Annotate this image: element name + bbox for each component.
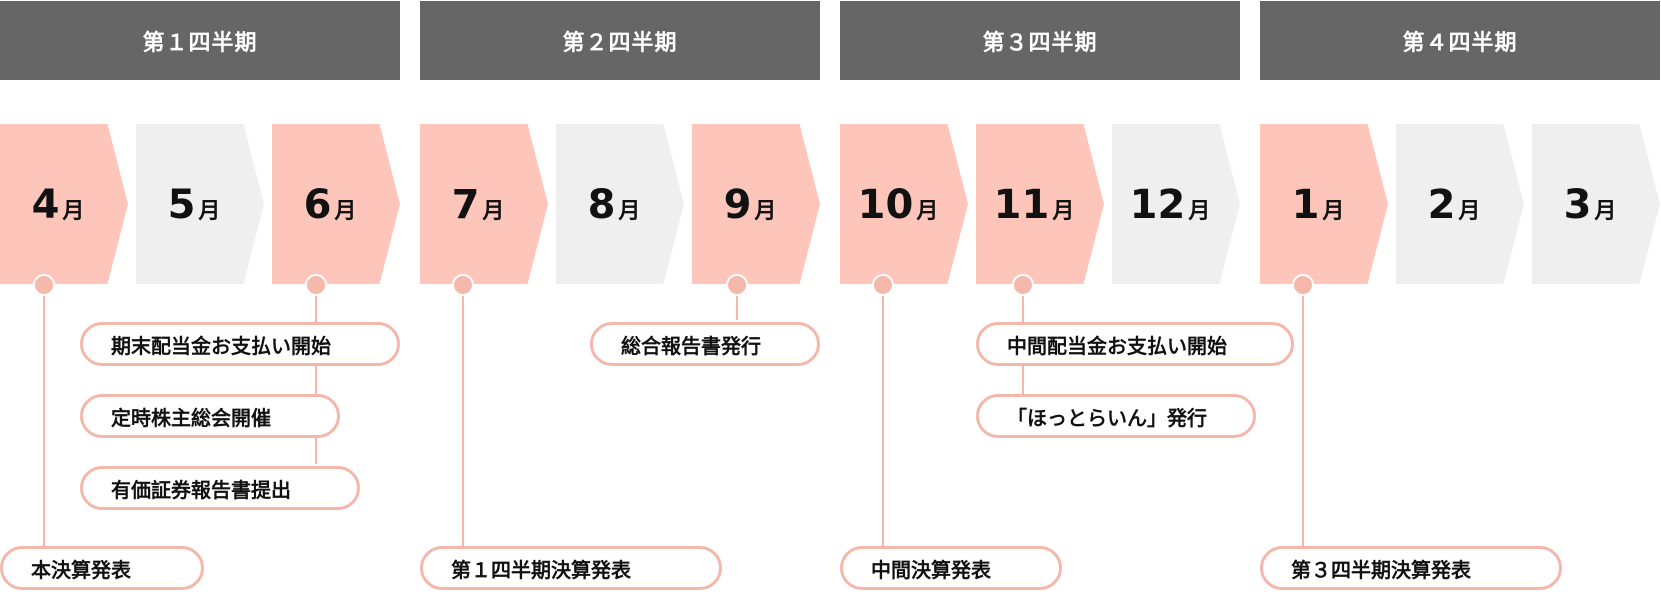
event-label: 定時株主総会開催: [80, 394, 340, 438]
month-unit: 月: [62, 198, 85, 224]
month-unit: 月: [916, 198, 939, 224]
month-unit: 月: [618, 198, 641, 224]
month-unit: 月: [1458, 198, 1481, 224]
month-number: 7: [451, 181, 480, 228]
event-label: 本決算発表: [0, 546, 204, 590]
month-number: 3: [1563, 181, 1592, 228]
month-unit: 月: [754, 198, 777, 224]
month-number: 8: [587, 181, 616, 228]
month-unit: 月: [1594, 198, 1617, 224]
event-label: 期末配当金お支払い開始: [80, 322, 400, 366]
quarter-header-2: 第２四半期: [420, 1, 820, 80]
month-number: 2: [1427, 181, 1456, 228]
month-number: 9: [723, 181, 752, 228]
event-dot-jul: [452, 274, 474, 296]
event-label: 中間決算発表: [840, 546, 1062, 590]
month-unit: 月: [334, 198, 357, 224]
event-label: 中間配当金お支払い開始: [976, 322, 1294, 366]
quarter-header-1: 第１四半期: [0, 1, 400, 80]
event-dot-jun: [305, 274, 327, 296]
month-number: 6: [303, 181, 332, 228]
month-number: 10: [857, 181, 914, 228]
event-dot-apr: [33, 274, 55, 296]
event-dot-sep: [726, 274, 748, 296]
event-label: 総合報告書発行: [590, 322, 820, 366]
connector-line-jan: [1302, 284, 1304, 546]
connector-line-apr: [43, 284, 45, 546]
connector-line-oct: [882, 284, 884, 546]
connector-line-sep: [736, 284, 738, 320]
month-number: 12: [1129, 181, 1186, 228]
event-dot-jan: [1292, 274, 1314, 296]
quarter-header-4: 第４四半期: [1260, 1, 1660, 80]
event-dot-nov: [1012, 274, 1034, 296]
event-label: 第１四半期決算発表: [420, 546, 722, 590]
event-label: 有価証券報告書提出: [80, 466, 360, 510]
month-unit: 月: [1052, 198, 1075, 224]
month-number: 11: [993, 181, 1050, 228]
month-number: 5: [167, 181, 196, 228]
event-dot-oct: [872, 274, 894, 296]
month-number: 1: [1291, 181, 1320, 228]
event-label: 第３四半期決算発表: [1260, 546, 1562, 590]
month-number: 4: [31, 181, 60, 228]
connector-line-jul: [462, 284, 464, 546]
month-unit: 月: [1188, 198, 1211, 224]
month-unit: 月: [1322, 198, 1345, 224]
month-unit: 月: [198, 198, 221, 224]
event-label: 「ほっとらいん」発行: [976, 394, 1256, 438]
month-unit: 月: [482, 198, 505, 224]
connector-line-jun: [315, 284, 317, 464]
quarter-header-3: 第３四半期: [840, 1, 1240, 80]
